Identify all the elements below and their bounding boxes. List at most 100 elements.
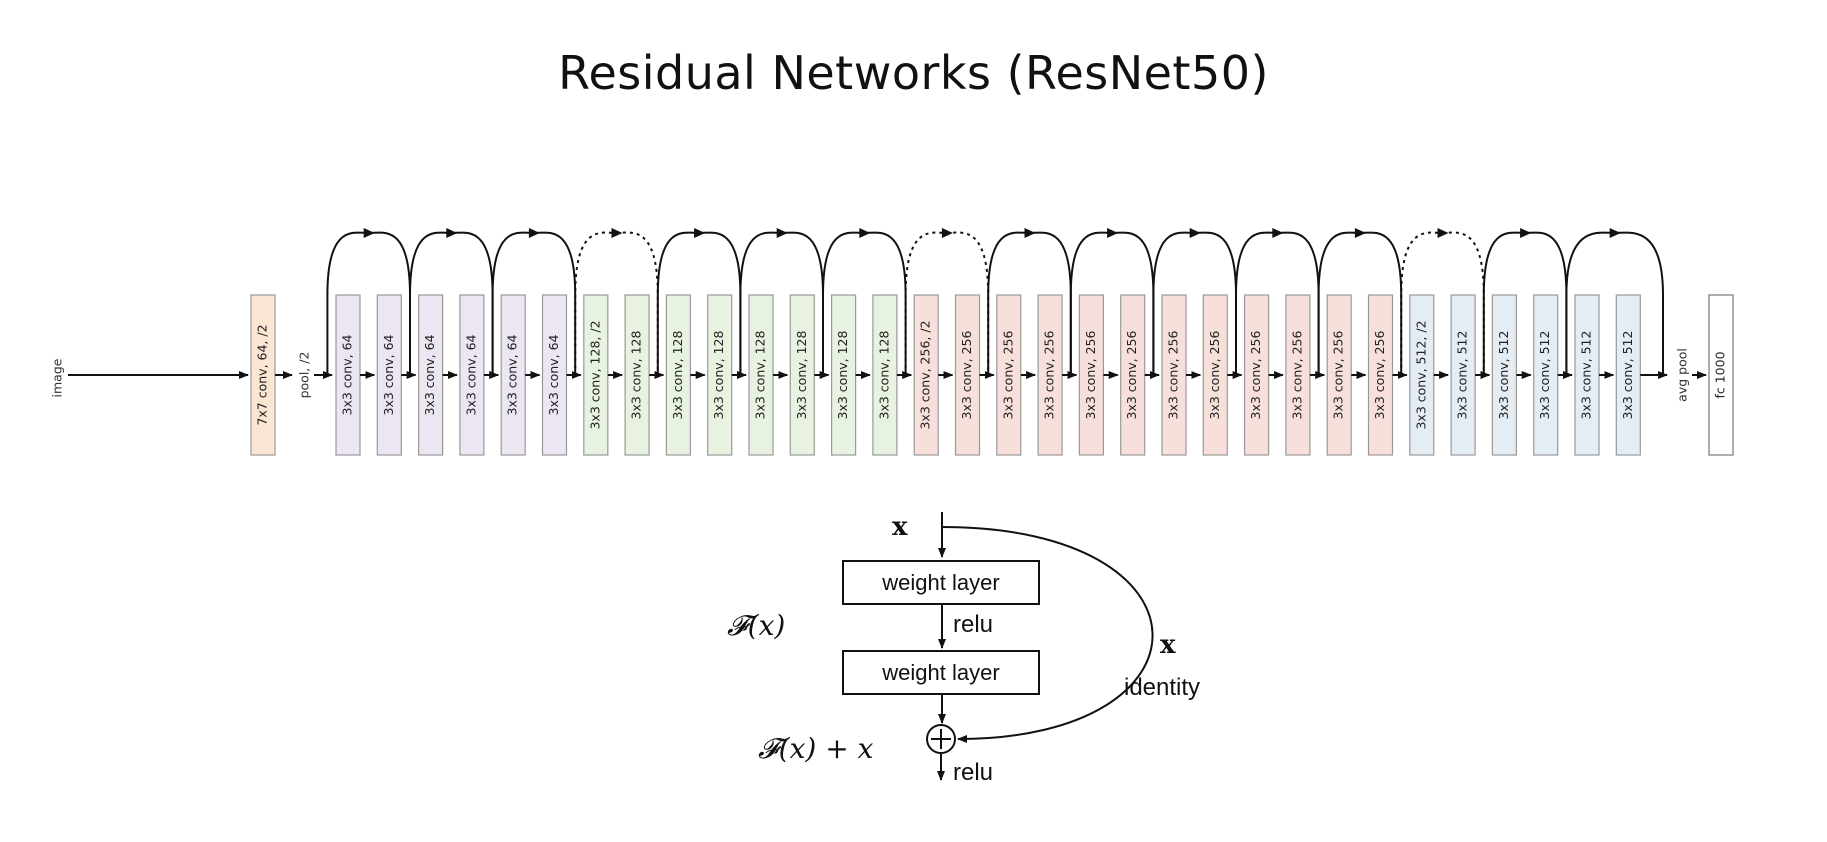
skip-connections	[326, 228, 1664, 375]
conv-layer: 3x3 conv, 64	[376, 294, 402, 456]
skip-arrowhead	[446, 228, 458, 238]
conv-layer-label: 3x3 conv, 512	[1455, 331, 1470, 420]
conv-layer-label: 3x3 conv, 256	[1331, 330, 1346, 419]
input-label: image	[50, 358, 65, 397]
pool-label: pool, /2	[297, 352, 312, 399]
conv-layer-label: 3x3 conv, 64	[505, 334, 520, 415]
conv-layer-label: 3x3 conv, 256	[1248, 330, 1263, 419]
conv-layer-label: 3x3 conv, 64	[546, 334, 561, 415]
conv-layer-label: 3x3 conv, 128	[711, 330, 726, 419]
conv-layer: 3x3 conv, 256	[1202, 294, 1228, 456]
conv-layer-label: 3x3 conv, 128, /2	[587, 320, 602, 429]
conv-layer-label: 3x3 conv, 256	[1289, 330, 1304, 419]
conv-layer-label: 3x3 conv, 512	[1579, 331, 1594, 420]
fc-layer: fc 1000	[1708, 294, 1734, 456]
conv-layer-box	[1161, 294, 1187, 456]
conv-layer: 3x3 conv, 64	[541, 294, 568, 456]
identity-x-label: x	[1160, 630, 1176, 660]
conv-layer-label: 3x3 conv, 256	[959, 330, 974, 419]
conv-layer-label: 3x3 conv, 128	[835, 330, 850, 419]
conv-layer: 3x3 conv, 256	[1120, 294, 1146, 456]
conv-layer-box	[376, 294, 402, 456]
conv-layer-label: 3x3 conv, 128	[876, 330, 891, 419]
conv-layer-box	[500, 294, 526, 456]
conv-layer-box	[665, 294, 692, 456]
page-title: Residual Networks (ResNet50)	[558, 46, 1269, 100]
conv-layer: 3x3 conv, 128	[665, 294, 692, 456]
fx-label: 𝓕(x)	[727, 609, 785, 642]
conv-layer: 3x3 conv, 64	[459, 294, 485, 456]
fx-sum-label: 𝓕(x) + x	[758, 732, 874, 765]
conv-layer-label: 3x3 conv, 128	[794, 330, 809, 419]
skip-arrowhead	[1024, 228, 1036, 238]
identity-label: identity	[1124, 674, 1200, 701]
skip-arrowhead	[363, 228, 375, 238]
skip-arrowhead	[859, 228, 871, 238]
weight-layer-2-label: weight layer	[881, 660, 999, 685]
conv-layer-label: 3x3 conv, 512	[1537, 331, 1552, 420]
conv-layer: 3x3 conv, 256	[1078, 294, 1105, 456]
input-x-label: x	[892, 512, 908, 542]
conv-layer-label: 3x3 conv, 256	[1372, 330, 1387, 419]
conv-layer-label: 3x3 conv, 512, /2	[1413, 320, 1428, 429]
conv-layer-label: 3x3 conv, 64	[422, 334, 437, 415]
skip-arrowhead	[694, 228, 706, 238]
conv-layer: 3x3 conv, 256	[1037, 294, 1063, 456]
conv-layer-label: 3x3 conv, 256, /2	[918, 320, 933, 429]
conv-layer-box	[1120, 294, 1146, 456]
weight-layer-1-label: weight layer	[881, 570, 999, 595]
conv-layer: 3x3 conv, 256	[1285, 294, 1311, 456]
conv-layer: 3x3 conv, 128	[748, 294, 774, 456]
relu-2-label: relu	[953, 759, 993, 786]
skip-arrowhead	[941, 228, 953, 238]
skip-arrowhead	[1354, 228, 1366, 238]
conv-layer-label: 3x3 conv, 256	[1042, 330, 1057, 419]
skip-arrowhead	[1107, 228, 1119, 238]
conv-layer-label: 3x3 conv, 512	[1496, 331, 1511, 420]
conv-layer: 3x3 conv, 128	[872, 294, 898, 456]
conv-layer-label: 3x3 conv, 256	[1124, 330, 1139, 419]
conv-layer-box	[707, 294, 733, 456]
conv-layer-label: 3x3 conv, 64	[340, 334, 355, 415]
conv-layer-label: 3x3 conv, 64	[381, 334, 396, 415]
conv-layer-box	[459, 294, 485, 456]
conv-layer: 3x3 conv, 128	[830, 294, 857, 456]
conv-layer: 3x3 conv, 256, /2	[913, 294, 939, 456]
conv-layer: 3x3 conv, 256	[1243, 294, 1270, 456]
skip-arrowhead	[1437, 228, 1449, 238]
conv-layer-box	[1450, 294, 1476, 456]
relu-1-label: relu	[953, 611, 993, 638]
conv-layer-box	[1202, 294, 1228, 456]
conv-layer: 3x3 conv, 64	[418, 294, 444, 456]
conv-layer-label: 3x3 conv, 256	[1083, 330, 1098, 419]
skip-arrowhead	[1609, 228, 1621, 238]
conv-layer: 3x3 conv, 128	[789, 294, 815, 456]
skip-arrowhead	[1520, 228, 1532, 238]
conv-layer-label: 3x3 conv, 128	[629, 330, 644, 419]
conv-layer: 3x3 conv, 128	[624, 294, 650, 456]
conv-layer-label: 3x3 conv, 256	[1166, 330, 1181, 419]
stem-conv-layer: 7x7 conv, 64, /2	[250, 294, 276, 456]
conv-layer: 3x3 conv, 512, /2	[1409, 294, 1435, 456]
conv-layer-box	[996, 294, 1022, 456]
skip-arrowhead	[528, 228, 540, 238]
conv-layer: 3x3 conv, 256	[954, 294, 981, 456]
residual-block: x weight layer relu weight layer relu 𝓕(…	[727, 512, 1200, 786]
conv-layer: 3x3 conv, 512	[1615, 294, 1641, 456]
conv-layer-box	[624, 294, 650, 456]
conv-layer: 3x3 conv, 256	[1367, 294, 1394, 456]
conv-layer-label: 3x3 conv, 128	[670, 330, 685, 419]
conv-layer-label: 3x3 conv, 64	[463, 334, 478, 415]
conv-layer: 3x3 conv, 512	[1574, 294, 1600, 456]
conv-layer-label: 3x3 conv, 256	[1207, 330, 1222, 419]
avg-pool-label: avg pool	[1675, 348, 1690, 402]
identity-path	[941, 526, 1154, 743]
conv-layer-box	[1574, 294, 1600, 456]
conv-layer: 3x3 conv, 512	[1533, 294, 1559, 456]
stem-conv-label: 7x7 conv, 64, /2	[255, 324, 270, 425]
conv-layer-label: 3x3 conv, 256	[1000, 330, 1015, 419]
conv-layer: 3x3 conv, 128	[707, 294, 733, 456]
skip-arrowhead	[1189, 228, 1201, 238]
conv-layer: 3x3 conv, 256	[1326, 294, 1352, 456]
